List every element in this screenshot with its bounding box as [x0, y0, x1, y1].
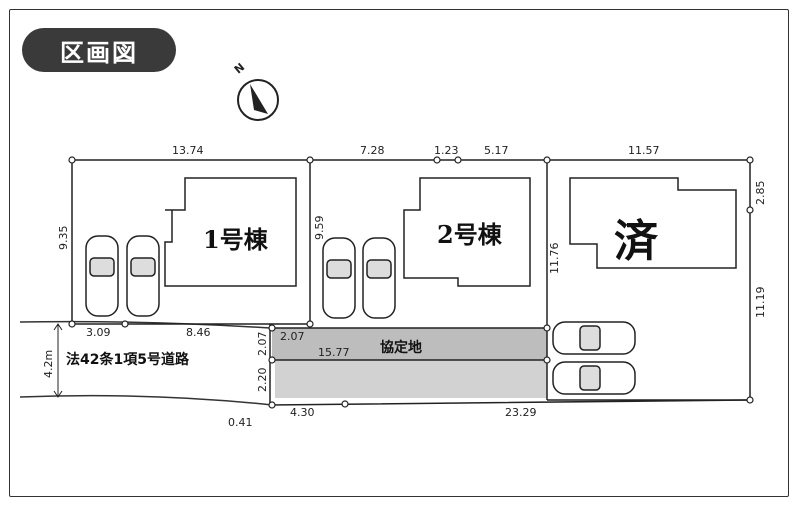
car-icon: [552, 321, 636, 355]
dim-top1: 13.74: [172, 144, 204, 157]
dim-v2: 2.20: [256, 368, 269, 393]
parking-cars: [85, 235, 636, 395]
lot1-building: [164, 177, 297, 287]
dim-left2: 9.59: [313, 216, 326, 241]
dim-right-top: 2.85: [754, 181, 767, 206]
car-icon: [126, 235, 160, 317]
dim-front3: 2.07: [280, 330, 305, 343]
lot3-label: 済: [614, 216, 659, 267]
road-width: 4.2m: [42, 350, 55, 378]
agreement-land-length: 15.77: [318, 346, 350, 359]
agreement-land-label: 協定地: [380, 339, 422, 356]
lot1-label: 1号棟: [203, 225, 269, 254]
road-edge-lower: [19, 394, 273, 406]
road-label: 法42条1項5号道路: [66, 351, 190, 368]
dim-right-mid: 11.19: [754, 287, 767, 319]
dim-bottom1: 4.30: [290, 406, 315, 419]
car-icon: [552, 361, 636, 395]
dim-top3: 1.23: [434, 144, 459, 157]
dim-bottom2: 23.29: [505, 406, 537, 419]
agreement-land-lower: [275, 360, 547, 398]
agreement-land-upper: [272, 328, 547, 360]
dim-corner: 0.41: [228, 416, 253, 429]
dim-v1: 2.07: [256, 332, 269, 357]
car-icon: [85, 235, 119, 317]
dim-top4: 5.17: [484, 144, 509, 157]
dim-left1: 9.35: [57, 226, 70, 251]
page-title: 区画図: [22, 28, 176, 72]
north-compass-icon: N: [232, 61, 279, 121]
car-icon: [362, 237, 396, 319]
dim-top5: 11.57: [628, 144, 660, 157]
survey-points: [68, 156, 754, 409]
dim-top2: 7.28: [360, 144, 385, 157]
lot3-building: [569, 177, 737, 269]
compass-north-label: N: [232, 61, 247, 77]
dim-front1: 3.09: [86, 326, 111, 339]
map-frame: [9, 9, 789, 497]
lot2-label: 2号棟: [437, 220, 503, 249]
road-edge-upper: [19, 320, 271, 329]
car-icon: [322, 237, 356, 319]
dim-mid3: 11.76: [548, 243, 561, 275]
lot2-building: [403, 177, 531, 287]
dim-front2: 8.46: [186, 326, 211, 339]
